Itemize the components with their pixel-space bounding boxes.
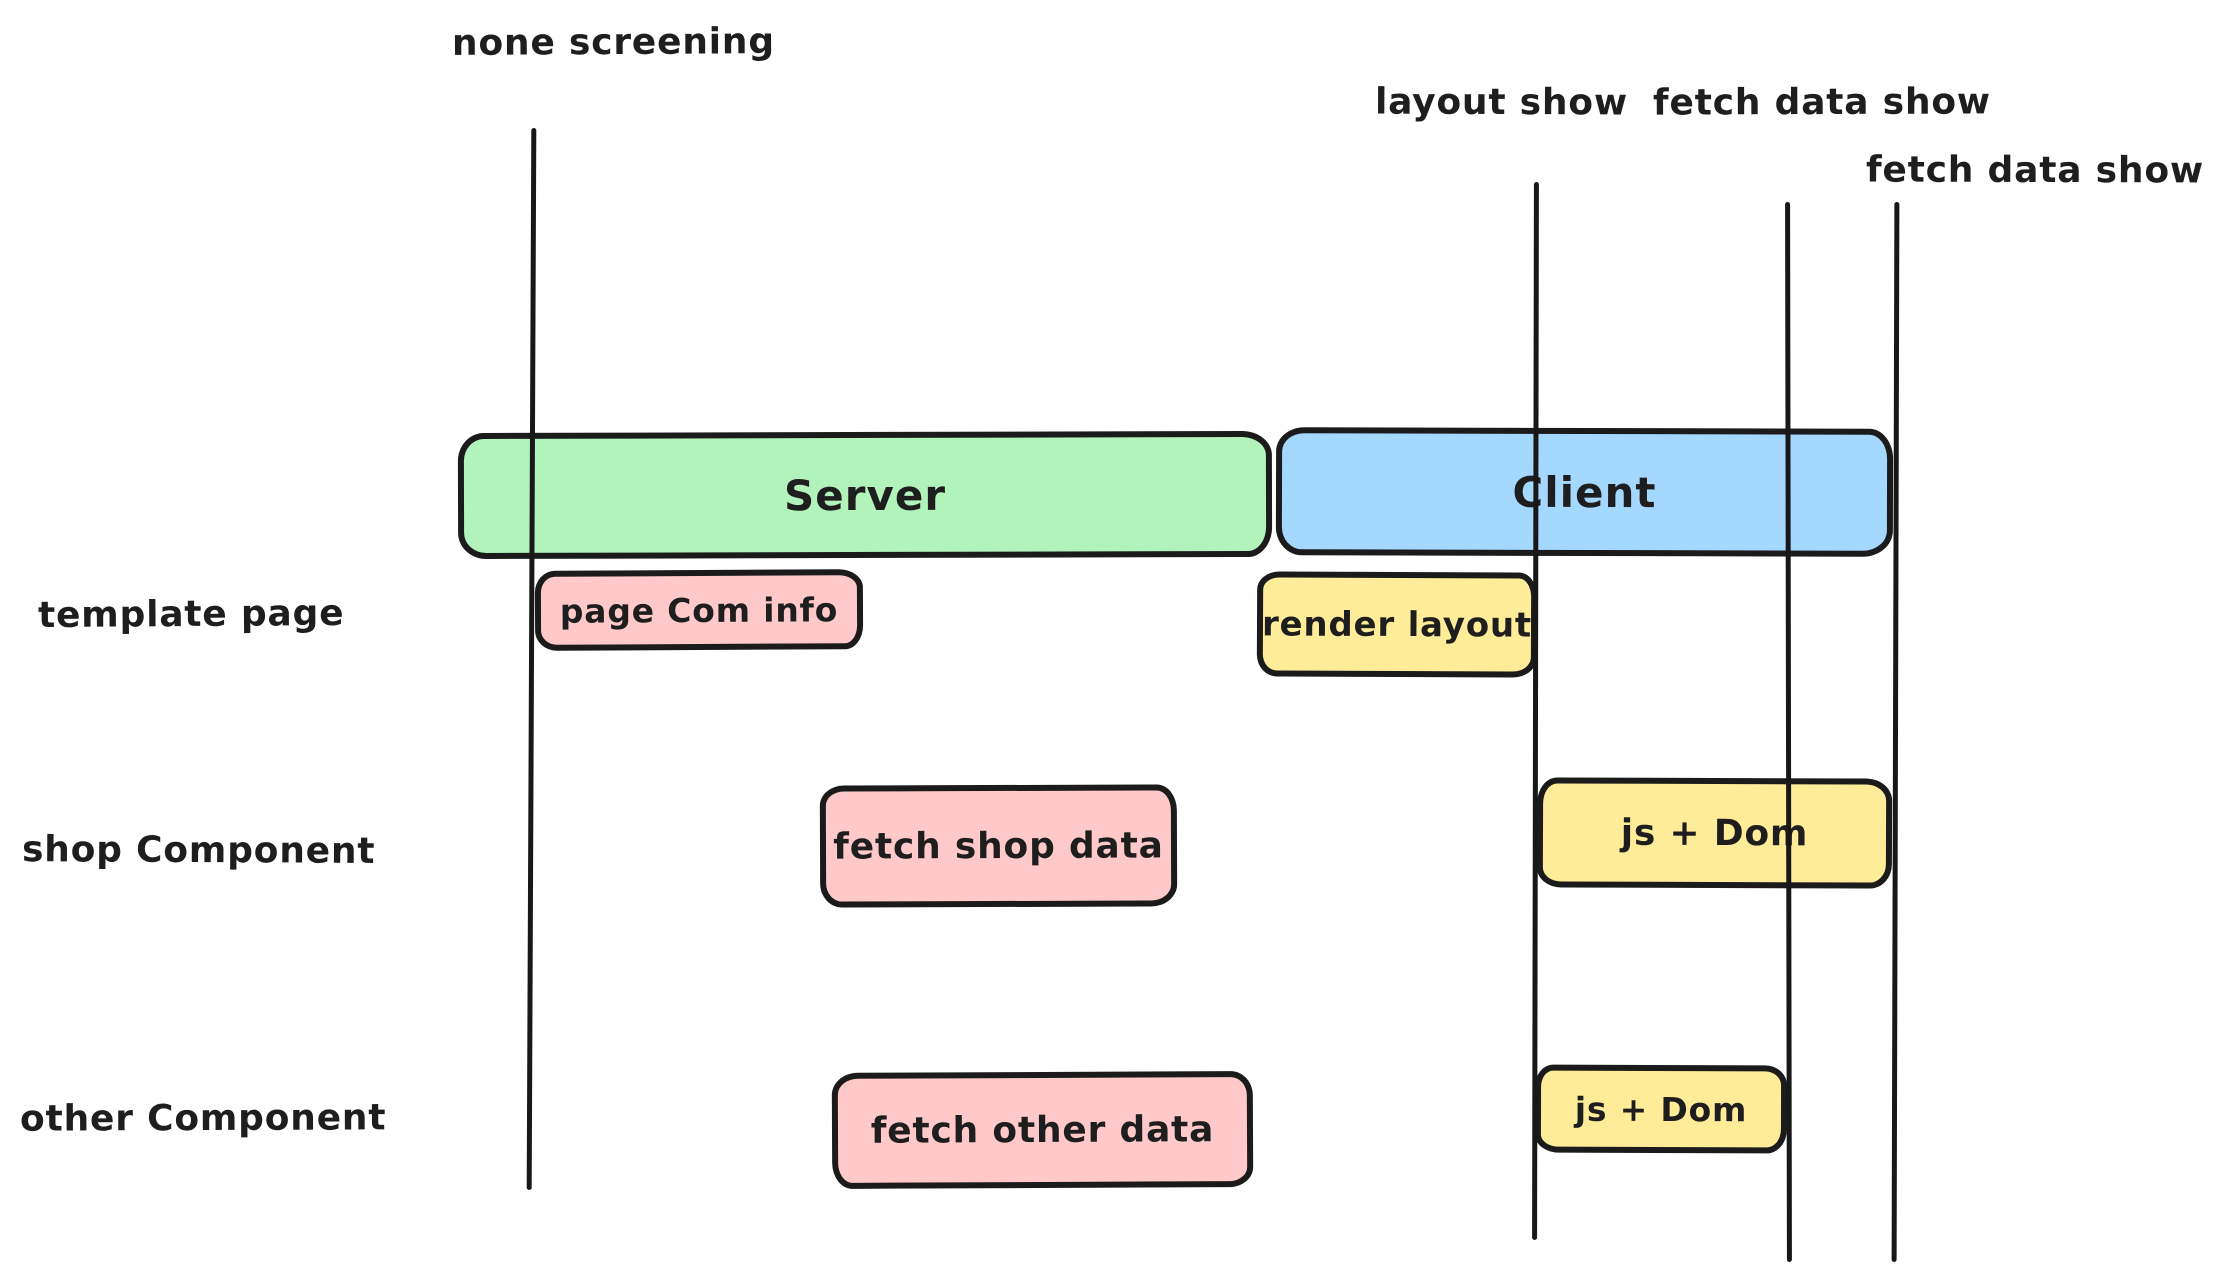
task-js-dom-shop: js + Dom	[1536, 777, 1893, 889]
phase-server-label: Server	[783, 470, 947, 520]
task-page-com-info-label: page Com info	[559, 589, 839, 631]
timeline-fetch-data-show-1	[1785, 201, 1792, 1263]
label-none-screening: none screening	[451, 21, 775, 64]
task-fetch-other-data-label: fetch other data	[870, 1108, 1215, 1152]
label-fetch-data-show-2: fetch data show	[1865, 149, 2204, 192]
task-fetch-shop-data: fetch shop data	[819, 784, 1178, 908]
task-js-dom-other-label: js + Dom	[1574, 1089, 1748, 1129]
timeline-fetch-data-show-2	[1891, 201, 1900, 1263]
task-fetch-shop-data-label: fetch shop data	[833, 824, 1164, 868]
row-label-shop-component: shop Component	[21, 829, 376, 872]
label-layout-show: layout show	[1374, 81, 1629, 124]
task-fetch-other-data: fetch other data	[831, 1071, 1254, 1189]
task-js-dom-other: js + Dom	[1534, 1064, 1788, 1154]
task-page-com-info: page Com info	[534, 569, 864, 651]
task-js-dom-shop-label: js + Dom	[1620, 812, 1809, 854]
phase-server: Server	[457, 430, 1273, 560]
task-render-layout-label: render layout	[1261, 603, 1533, 646]
task-render-layout: render layout	[1256, 571, 1538, 678]
row-label-other-component: other Component	[19, 1097, 387, 1140]
phase-client: Client	[1275, 427, 1894, 557]
label-fetch-data-show-1: fetch data show	[1652, 81, 1992, 124]
row-label-template-page: template page	[37, 592, 345, 637]
timeline-none-screening	[526, 127, 537, 1191]
